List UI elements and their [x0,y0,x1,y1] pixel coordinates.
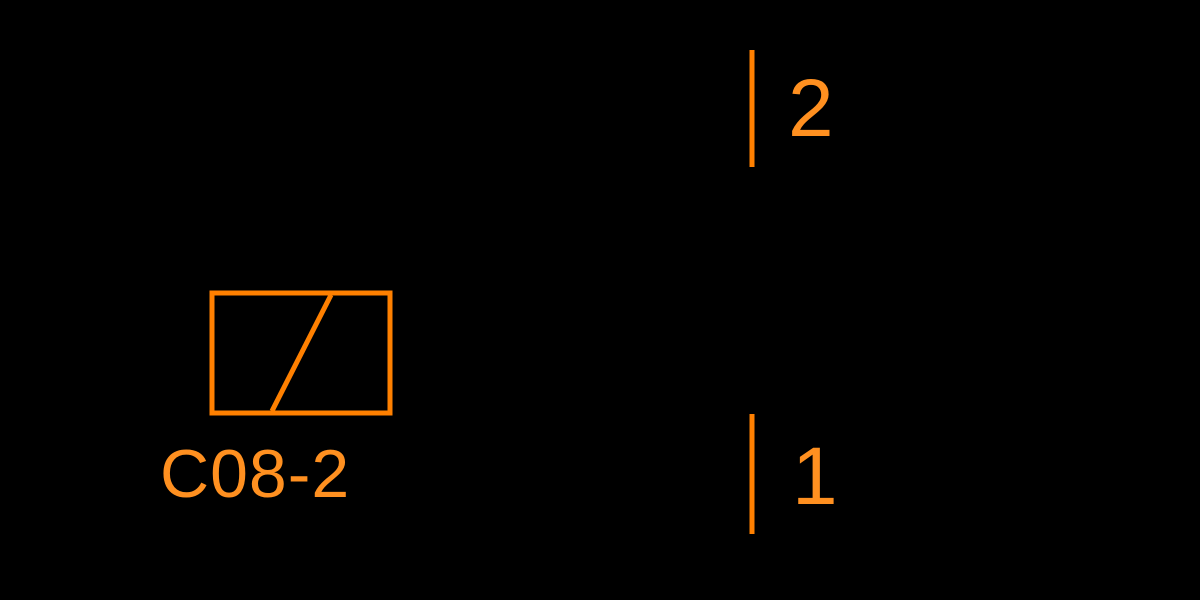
terminal-label-bottom[interactable]: 1 [792,431,838,522]
terminal-label-top[interactable]: 2 [788,63,834,154]
coil-label[interactable]: C08-2 [160,436,351,512]
relay-coil-symbol[interactable] [209,290,393,416]
coil-rectangle[interactable] [209,290,393,416]
coil-diagonal-line[interactable] [269,293,334,413]
